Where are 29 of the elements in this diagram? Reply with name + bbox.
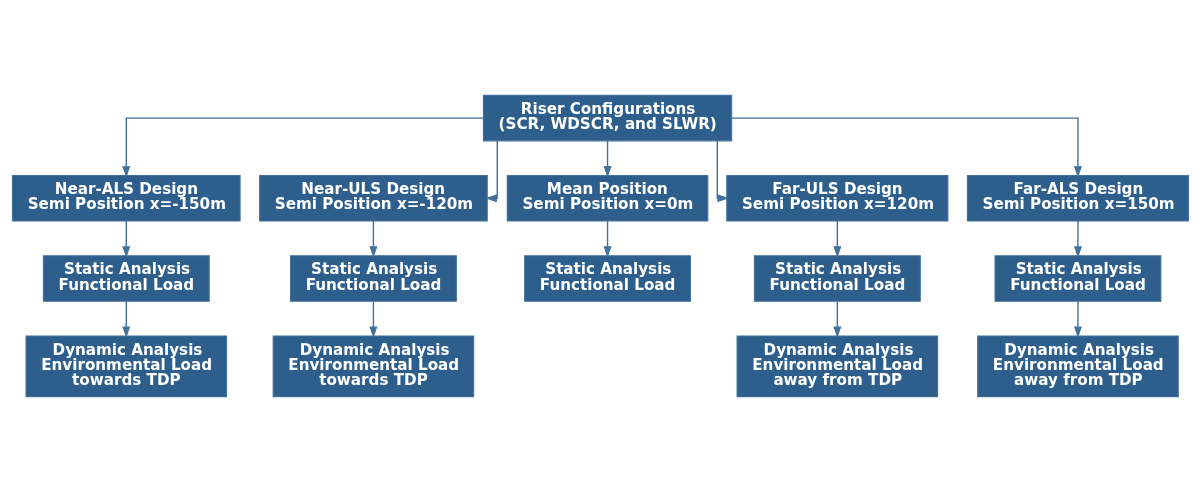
arrow bbox=[731, 117, 1082, 178]
arrow bbox=[1073, 220, 1082, 258]
arrow bbox=[122, 300, 131, 338]
node-box: Static Analysis Functional Load bbox=[994, 255, 1162, 302]
node-box: Static Analysis Functional Load bbox=[753, 255, 921, 302]
arrow bbox=[369, 220, 378, 258]
node-box: Near-ULS Design Semi Position x=-120m bbox=[259, 175, 488, 222]
arrow bbox=[603, 220, 612, 258]
arrow bbox=[833, 300, 842, 338]
node-box: Dynamic Analysis Environmental Load towards TDP bbox=[25, 335, 228, 398]
node-box: Far-ULS Design Semi Position x=120m bbox=[726, 175, 949, 222]
node-box: Dynamic Analysis Environmental Load towards TDP bbox=[272, 335, 475, 398]
arrow bbox=[833, 220, 842, 258]
node-box: Static Analysis Functional Load bbox=[289, 255, 457, 302]
node-box: Riser Configurations (SCR, WDSCR, and SLWR) bbox=[482, 94, 733, 142]
node-box: Far-ALS Design Semi Position x=150m bbox=[966, 175, 1190, 222]
node-box: Mean Position Semi Position x=0m bbox=[506, 175, 709, 222]
arrow bbox=[122, 117, 484, 178]
node-box: Dynamic Analysis Environmental Load away from TDP bbox=[736, 335, 939, 398]
arrow bbox=[485, 140, 498, 203]
arrow bbox=[1073, 300, 1082, 338]
node-box: Near-ALS Design Semi Position x=-150m bbox=[11, 175, 241, 222]
node-box: Static Analysis Functional Load bbox=[524, 255, 691, 302]
node-box: Dynamic Analysis Environmental Load away from TDP bbox=[977, 335, 1179, 398]
arrow bbox=[603, 140, 612, 178]
arrow bbox=[369, 300, 378, 338]
node-box: Static Analysis Functional Load bbox=[42, 255, 210, 302]
arrow bbox=[716, 140, 729, 203]
arrow bbox=[122, 220, 131, 258]
